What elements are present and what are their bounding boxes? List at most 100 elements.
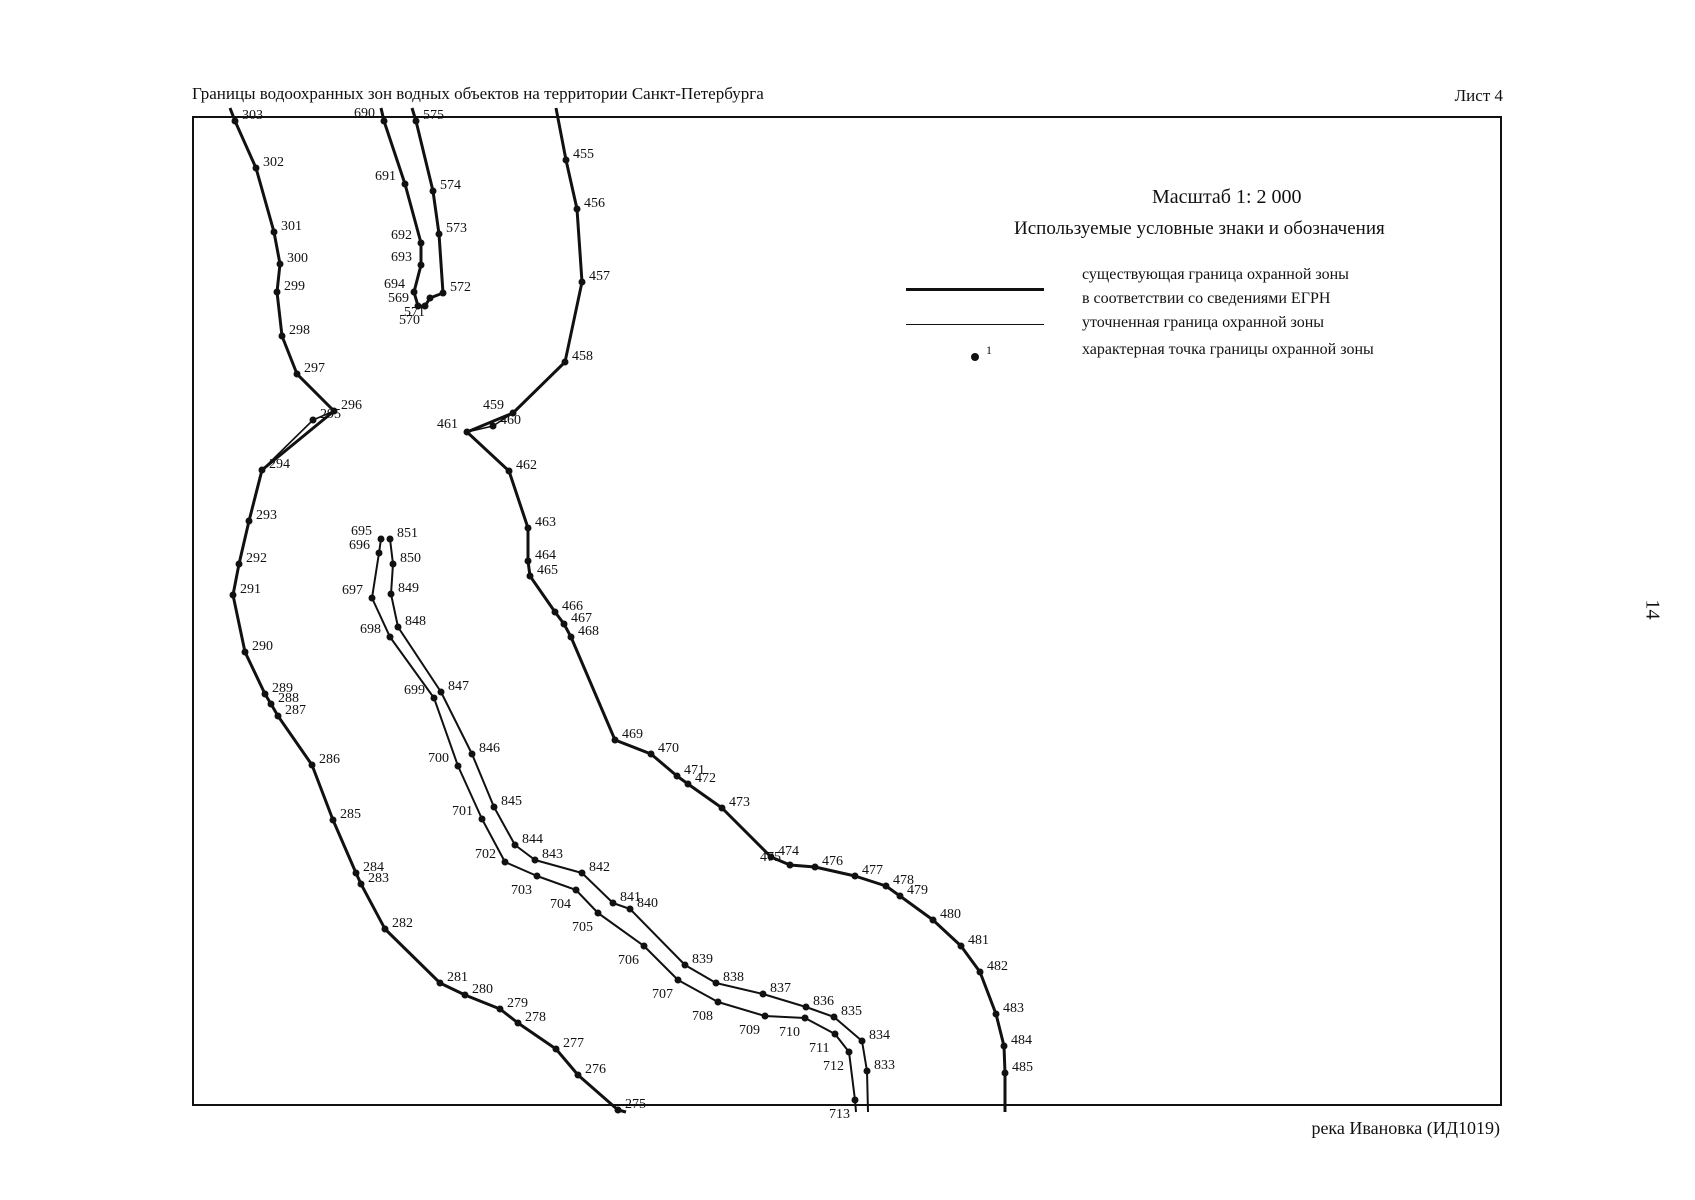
point-label: 469 <box>622 727 643 742</box>
boundary-point <box>567 633 575 641</box>
boundary-point <box>594 909 602 917</box>
boundary-point <box>673 772 681 780</box>
point-label: 281 <box>447 970 468 985</box>
boundary-point <box>562 156 570 164</box>
point-label: 474 <box>778 844 799 859</box>
boundary-point <box>410 288 418 296</box>
boundary-point <box>896 892 904 900</box>
boundary-point <box>329 816 337 824</box>
point-label: 293 <box>256 508 277 523</box>
boundary-point <box>235 560 243 568</box>
boundary-point <box>454 762 462 770</box>
point-label: 690 <box>354 106 375 121</box>
boundary-point <box>421 302 429 310</box>
boundary-point <box>674 976 682 984</box>
point-label: 280 <box>472 982 493 997</box>
point-label: 482 <box>987 959 1008 974</box>
boundary-point <box>511 841 519 849</box>
legend-existing-line <box>906 288 1044 291</box>
point-label: 476 <box>822 854 843 869</box>
point-label: 460 <box>500 413 521 428</box>
legend-existing-text-2: в соответствии со сведениями ЕГРН <box>1082 290 1331 307</box>
point-label: 302 <box>263 155 284 170</box>
point-label: 292 <box>246 551 267 566</box>
boundary-point <box>468 750 476 758</box>
boundary-point <box>375 549 383 557</box>
point-label: 485 <box>1012 1060 1033 1075</box>
boundary-point <box>811 863 819 871</box>
point-label: 837 <box>770 981 791 996</box>
boundary-point <box>767 853 775 861</box>
boundary-point <box>293 370 301 378</box>
point-label: 705 <box>572 920 593 935</box>
boundary-point <box>252 164 260 172</box>
boundary-point <box>712 979 720 987</box>
point-label: 700 <box>428 751 449 766</box>
boundary-line <box>371 538 857 1113</box>
boundary-point <box>273 288 281 296</box>
point-label: 706 <box>618 953 639 968</box>
point-label: 288 <box>278 691 299 706</box>
boundary-point <box>609 899 617 907</box>
point-label: 470 <box>658 741 679 756</box>
boundary-point <box>786 861 794 869</box>
boundary-point <box>489 422 497 430</box>
boundary-point <box>377 535 385 543</box>
point-label: 849 <box>398 581 419 596</box>
point-label: 692 <box>391 228 412 243</box>
point-label: 836 <box>813 994 834 1009</box>
point-label: 847 <box>448 679 469 694</box>
boundary-point <box>759 990 767 998</box>
boundary-point <box>684 780 692 788</box>
point-label: 848 <box>405 614 426 629</box>
boundary-line <box>228 107 627 1114</box>
boundary-point <box>526 572 534 580</box>
point-label: 845 <box>501 794 522 809</box>
boundary-point <box>386 633 394 641</box>
point-label: 713 <box>829 1107 850 1122</box>
point-label: 571 <box>404 305 425 320</box>
boundary-point <box>261 690 269 698</box>
point-label: 842 <box>589 860 610 875</box>
map-frame <box>192 116 1502 1106</box>
boundary-point <box>761 1012 769 1020</box>
boundary-point <box>1001 1069 1009 1077</box>
point-label: 477 <box>862 863 883 878</box>
point-label: 846 <box>479 741 500 756</box>
point-label: 283 <box>368 871 389 886</box>
boundary-point <box>309 416 317 424</box>
point-label: 286 <box>319 752 340 767</box>
boundary-point <box>258 466 266 474</box>
point-label: 484 <box>1011 1033 1032 1048</box>
boundary-point <box>851 872 859 880</box>
boundary-point <box>352 869 360 877</box>
boundary-point <box>505 467 513 475</box>
boundary-point <box>330 407 338 415</box>
point-label: 839 <box>692 952 713 967</box>
boundary-point <box>992 1010 1000 1018</box>
boundary-point <box>270 228 278 236</box>
point-label: 569 <box>388 291 409 306</box>
point-label: 473 <box>729 795 750 810</box>
boundary-point <box>276 260 284 268</box>
boundary-point <box>509 409 517 417</box>
boundary-point <box>801 1014 809 1022</box>
boundary-point <box>501 858 509 866</box>
boundary-point <box>241 648 249 656</box>
point-label: 702 <box>475 847 496 862</box>
boundary-point <box>412 117 420 125</box>
point-label: 299 <box>284 279 305 294</box>
boundary-point <box>858 1037 866 1045</box>
boundary-point <box>386 535 394 543</box>
point-label: 455 <box>573 147 594 162</box>
boundary-point <box>381 925 389 933</box>
point-label: 296 <box>341 398 362 413</box>
legend-scale: Масштаб 1: 2 000 <box>1152 186 1302 208</box>
point-label: 282 <box>392 916 413 931</box>
legend-point-text: характерная точка границы охранной зоны <box>1082 341 1374 358</box>
point-label: 698 <box>360 622 381 637</box>
boundary-point <box>368 594 376 602</box>
boundary-point <box>357 880 365 888</box>
point-label: 573 <box>446 221 467 236</box>
